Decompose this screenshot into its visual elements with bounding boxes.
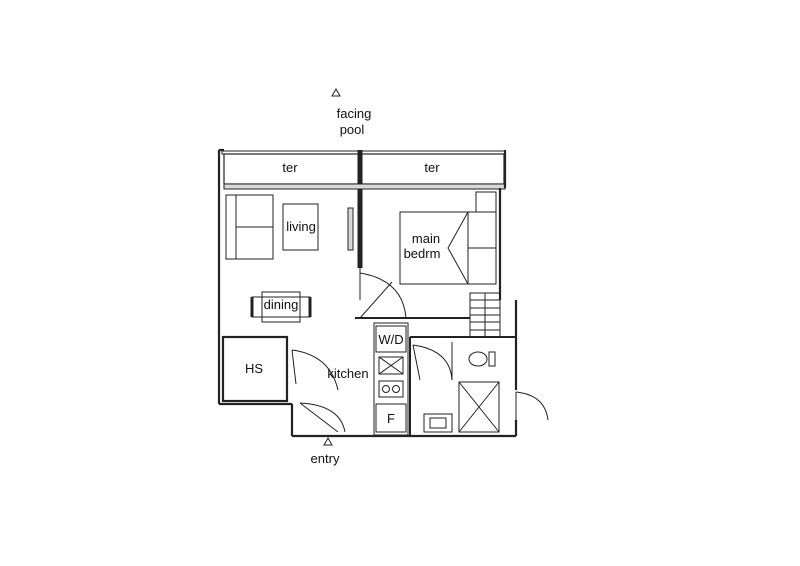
kitchen-label: kitchen bbox=[327, 366, 368, 381]
entry-door bbox=[299, 402, 339, 433]
fridge-label: F bbox=[387, 411, 395, 426]
bathroom-door-swing bbox=[412, 344, 453, 381]
dining-label: dining bbox=[264, 297, 299, 312]
entry-triangle-icon bbox=[323, 436, 333, 446]
main-bedroom-label-line2: bedrm bbox=[404, 246, 441, 261]
terrace-outline bbox=[223, 153, 505, 185]
washer-dryer bbox=[375, 325, 407, 353]
cooktop bbox=[378, 380, 404, 398]
toilet bbox=[468, 351, 488, 367]
entry-label: entry bbox=[311, 451, 340, 466]
orientation-label-line2: pool bbox=[340, 122, 365, 137]
basin bbox=[423, 413, 453, 433]
bedside-table bbox=[475, 191, 497, 213]
household-shelter bbox=[221, 335, 289, 403]
bedroom-door bbox=[359, 281, 393, 319]
service-door-swing bbox=[515, 391, 549, 421]
north-triangle-icon bbox=[331, 87, 341, 97]
hs-door-swing bbox=[291, 349, 339, 391]
terrace-sliding-door-track bbox=[223, 183, 506, 190]
tv-console bbox=[347, 207, 354, 251]
kitchen-sink bbox=[378, 356, 404, 375]
terrace-right-label: ter bbox=[424, 160, 440, 175]
entry-door-swing bbox=[299, 402, 346, 433]
living-room-label: living bbox=[286, 219, 316, 234]
fridge bbox=[375, 403, 407, 433]
kitchen-counter bbox=[373, 322, 409, 436]
washer-dryer-label: W/D bbox=[378, 332, 403, 347]
household-shelter-label: HS bbox=[245, 361, 263, 376]
orientation-label-line1: facing bbox=[337, 106, 372, 121]
shower bbox=[458, 381, 500, 433]
coffee-table bbox=[282, 203, 319, 251]
main-bedroom-label-line1: main bbox=[412, 231, 440, 246]
terrace-left-label: ter bbox=[282, 160, 298, 175]
bedroom-door-swing bbox=[359, 272, 407, 319]
